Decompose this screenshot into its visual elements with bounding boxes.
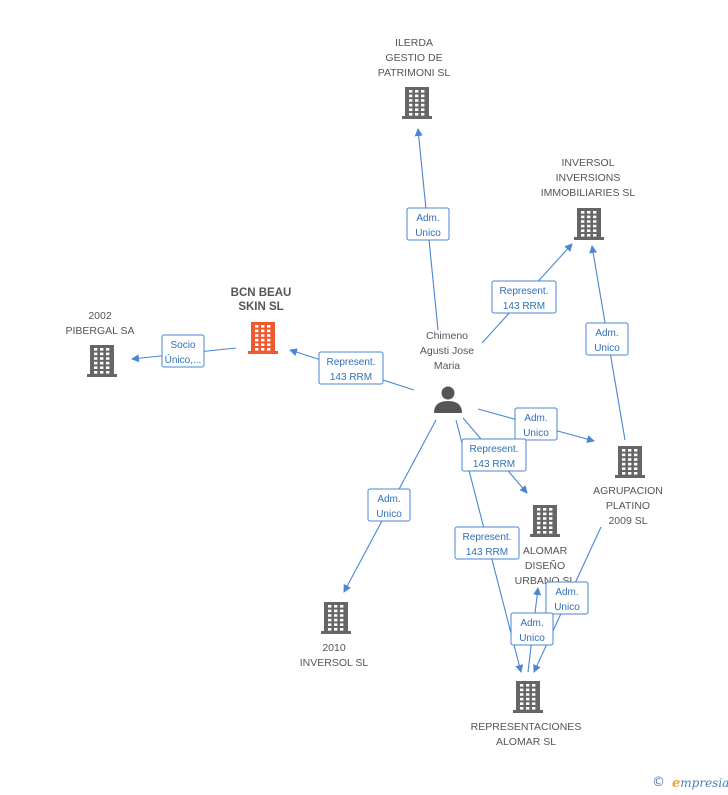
building-icon	[321, 602, 351, 634]
edge-label-chimeno-to-ilerda[interactable]: Adm. Unico	[406, 207, 450, 241]
edge-label-line: 143 RRM	[466, 547, 508, 558]
node-label-line: ALOMAR SL	[496, 736, 556, 748]
edge-label-line: Adm.	[524, 413, 547, 424]
edge-label-line: Represent.	[470, 444, 519, 455]
edge-label-line: 143 RRM	[503, 301, 545, 312]
edge-label-line: Adm.	[555, 587, 578, 598]
node-label-line: INVERSOL	[561, 157, 614, 169]
node-label-line: DISEÑO	[525, 559, 565, 572]
brand-initial: e	[672, 776, 681, 791]
edge-label-line: Represent.	[500, 286, 549, 297]
building-icon	[530, 505, 560, 537]
building-icon	[615, 446, 645, 478]
edge-label-box	[514, 407, 558, 441]
edge-label-box	[461, 438, 527, 472]
edge-label-line: Socio	[170, 340, 195, 351]
node-inversol_inv[interactable]: INVERSOL INVERSIONS IMMOBILIARIES SL	[541, 157, 636, 240]
edge-label-agrupacion-to-representaciones[interactable]: Adm. Unico	[545, 581, 589, 615]
node-label-line: Maria	[434, 360, 460, 372]
edge-label-agrupacion-to-inversol_inv[interactable]: Adm. Unico	[585, 322, 629, 356]
edge-label-box	[510, 612, 554, 646]
edge-label-chimeno-to-inversol_inv[interactable]: Represent. 143 RRM	[491, 280, 557, 314]
node-label-line: IMMOBILIARIES SL	[541, 187, 636, 199]
edge-label-box	[367, 488, 411, 522]
node-label-line: 2009 SL	[608, 515, 647, 527]
node-label-line: Agusti Jose	[420, 345, 474, 357]
edge-label-box	[454, 526, 520, 560]
edge-label-line: Adm.	[377, 494, 400, 505]
edge-label-line: Adm.	[416, 213, 439, 224]
edge-label-chimeno-to-agrupacion[interactable]: Adm. Unico	[514, 407, 558, 441]
edge-label-box	[161, 334, 205, 368]
node-label-line: 2010	[322, 642, 346, 654]
building-icon	[248, 322, 278, 354]
edge-label-chimeno-to-bcn_beau[interactable]: Represent. 143 RRM	[318, 351, 384, 385]
node-label-line: GESTIO DE	[385, 52, 442, 64]
edge-label-line: Único,...	[165, 353, 202, 366]
edge-label-line: Unico	[594, 343, 620, 354]
edge-label-box	[406, 207, 450, 241]
edge-label-box	[585, 322, 629, 356]
node-label-line: PLATINO	[606, 500, 650, 512]
edge-label-line: Adm.	[520, 618, 543, 629]
node-representaciones[interactable]: REPRESENTACIONES ALOMAR SL	[471, 681, 582, 748]
edge-label-box	[318, 351, 384, 385]
edge-label-bcn_beau-to-pibergal[interactable]: SocioÚnico,...	[161, 334, 205, 368]
copyright-symbol: ©	[652, 775, 665, 790]
edge-label-chimeno-to-inversol2010[interactable]: Adm. Unico	[367, 488, 411, 522]
edge-label-line: Unico	[519, 633, 545, 644]
building-icon	[513, 681, 543, 713]
node-label-line: PATRIMONI SL	[378, 67, 451, 79]
node-label-line: INVERSIONS	[556, 172, 621, 184]
node-label-line: 2002	[88, 310, 112, 322]
building-icon	[402, 87, 432, 119]
building-icon	[574, 208, 604, 240]
edge-label-line: Unico	[415, 228, 441, 239]
node-label-line: BCN BEAU	[231, 287, 292, 299]
brand-name: mpresia	[680, 776, 728, 790]
node-agrupacion[interactable]: AGRUPACION PLATINO 2009 SL	[593, 446, 663, 527]
edge-label-representaciones-to-alomar_diseno[interactable]: Adm. Unico	[510, 612, 554, 646]
building-icon	[87, 345, 117, 377]
edge-label-line: 143 RRM	[330, 372, 372, 383]
node-label-line: PIBERGAL SA	[65, 325, 134, 337]
node-label-line: ILERDA	[395, 37, 433, 49]
node-label-line: INVERSOL SL	[300, 657, 369, 669]
node-label-line: Chimeno	[426, 330, 468, 342]
brand-logo[interactable]: empresia	[672, 776, 728, 791]
edge-label-line: Represent.	[463, 532, 512, 543]
node-label-line: ALOMAR	[523, 545, 568, 557]
edge-label-box	[491, 280, 557, 314]
edge-label-line: Unico	[523, 428, 549, 439]
node-label-line: SKIN SL	[238, 301, 283, 313]
edge-label-chimeno-to-representaciones[interactable]: Represent. 143 RRM	[454, 526, 520, 560]
edge-label-box	[545, 581, 589, 615]
node-ilerda[interactable]: ILERDA GESTIO DE PATRIMONI SL	[378, 37, 451, 119]
node-label-line: REPRESENTACIONES	[471, 721, 582, 733]
edge-label-line: Represent.	[327, 357, 376, 368]
edge-label-chimeno-to-alomar_diseno[interactable]: Represent. 143 RRM	[461, 438, 527, 472]
edge-label-line: Unico	[376, 509, 402, 520]
edge-label-line: Adm.	[595, 328, 618, 339]
node-label-line: AGRUPACION	[593, 485, 663, 497]
node-bcn_beau[interactable]: BCN BEAU SKIN SL	[231, 287, 292, 354]
edge-label-line: Unico	[554, 602, 580, 613]
person-icon	[434, 386, 462, 413]
edge-label-line: 143 RRM	[473, 459, 515, 470]
